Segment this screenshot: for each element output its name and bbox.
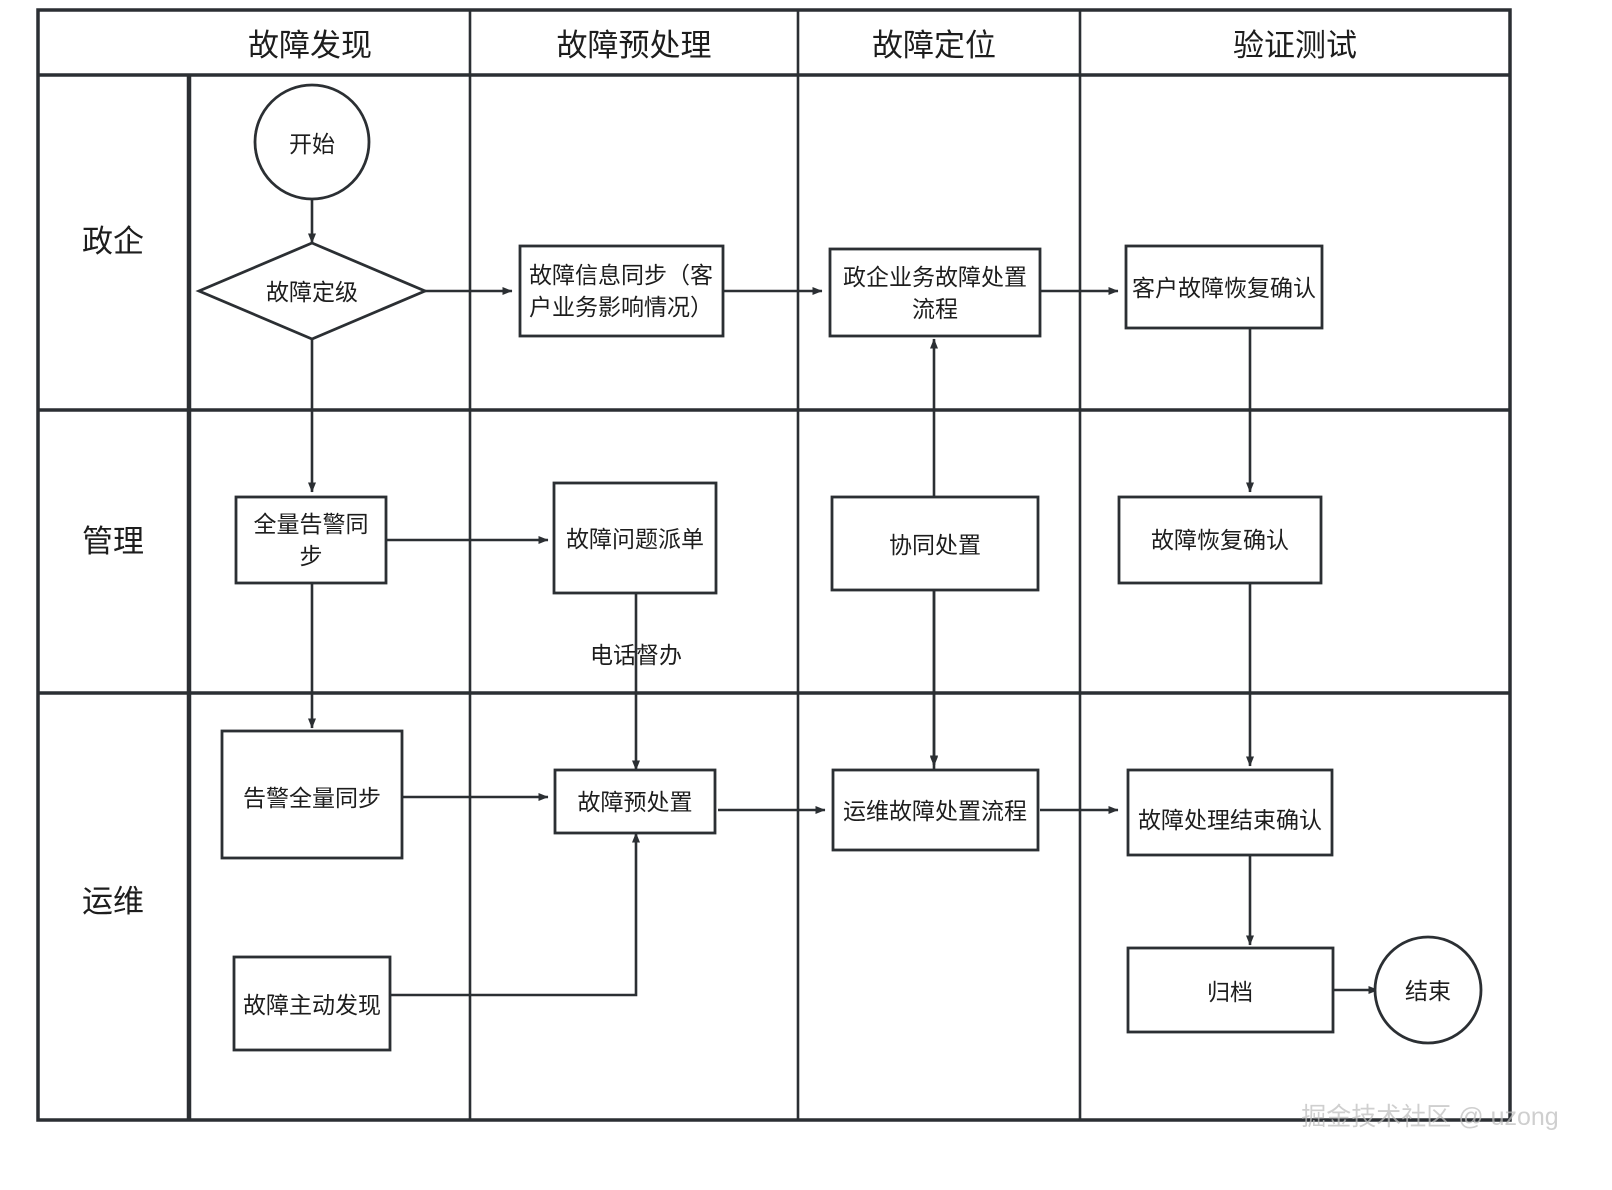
swimlane-grid — [36, 8, 1512, 1122]
node-fault-recover-confirm-label: 故障恢复确认 — [1151, 527, 1289, 553]
node-grading-label: 故障定级 — [266, 279, 358, 305]
node-gov-flow-label-line2: 流程 — [912, 296, 958, 322]
column-header-discover: 故障发现 — [248, 28, 372, 63]
node-cooperative-handling[interactable]: 协同处置 — [830, 495, 1040, 592]
node-archive[interactable]: 归档 — [1126, 946, 1335, 1034]
node-ops-fault-flow-label: 运维故障处置流程 — [843, 798, 1027, 824]
node-customer-recover-confirm[interactable]: 客户故障恢复确认 — [1124, 244, 1324, 330]
node-start[interactable]: 开始 — [253, 83, 371, 201]
edge-label-phone-supervise: 电话督办 — [590, 642, 682, 668]
node-end-label: 结束 — [1405, 978, 1451, 1004]
connectors — [308, 190, 1379, 997]
lane-label-ops: 运维 — [82, 884, 144, 919]
node-active-fault-discovery[interactable]: 故障主动发现 — [232, 955, 392, 1052]
node-gov-flow-label-line1: 政企业务故障处置 — [843, 264, 1027, 290]
lane-label-mgmt: 管理 — [82, 524, 144, 559]
node-info-sync[interactable]: 故障信息同步（客 户业务影响情况） — [518, 244, 725, 338]
node-info-sync-label-line1: 故障信息同步（客 — [529, 262, 713, 288]
node-cooperative-handling-label: 协同处置 — [889, 532, 981, 558]
node-grading[interactable]: 故障定级 — [195, 241, 429, 341]
node-active-fault-discovery-label: 故障主动发现 — [243, 992, 381, 1018]
node-ops-fault-flow[interactable]: 运维故障处置流程 — [831, 768, 1040, 852]
node-gov-flow[interactable]: 政企业务故障处置 流程 — [828, 247, 1042, 338]
node-info-sync-label-line2: 户业务影响情况） — [529, 294, 713, 320]
node-full-alarm-sync-label-line1: 全量告警同 — [254, 511, 369, 537]
node-fault-dispatch[interactable]: 故障问题派单 — [552, 481, 718, 595]
node-start-label: 开始 — [289, 131, 335, 157]
node-customer-recover-confirm-label: 客户故障恢复确认 — [1132, 275, 1316, 301]
edge-activediscover-to-prehandle — [390, 832, 640, 997]
column-header-pre-handle: 故障预处理 — [557, 28, 712, 63]
node-alarm-full-sync[interactable]: 告警全量同步 — [220, 729, 404, 860]
column-header-locate: 故障定位 — [872, 28, 996, 63]
node-alarm-full-sync-label: 告警全量同步 — [243, 785, 381, 811]
column-header-verify: 验证测试 — [1233, 28, 1357, 63]
node-fault-pre-handling[interactable]: 故障预处置 — [553, 768, 717, 835]
node-full-alarm-sync-label-line2: 步 — [300, 543, 323, 569]
node-full-alarm-sync[interactable]: 全量告警同 步 — [234, 495, 388, 585]
lane-label-gov: 政企 — [82, 224, 144, 259]
watermark: 掘金技术社区 @ uzong — [1301, 1103, 1558, 1131]
node-archive-label: 归档 — [1207, 979, 1253, 1005]
node-end[interactable]: 结束 — [1373, 935, 1483, 1045]
node-fault-dispatch-label: 故障问题派单 — [566, 526, 704, 552]
node-fault-pre-handling-label: 故障预处置 — [578, 789, 693, 815]
node-fault-recover-confirm[interactable]: 故障恢复确认 — [1117, 495, 1323, 585]
node-handling-end-confirm[interactable]: 故障处理结束确认 — [1126, 768, 1334, 857]
node-handling-end-confirm-label: 故障处理结束确认 — [1138, 807, 1322, 833]
